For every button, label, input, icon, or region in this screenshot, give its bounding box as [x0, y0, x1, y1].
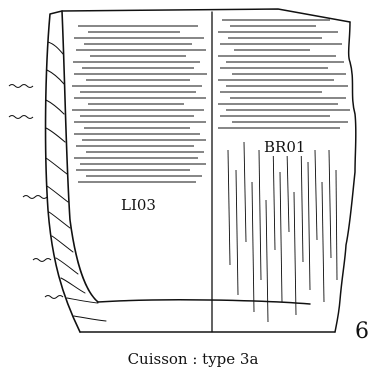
hatching-right-horizontal: [218, 19, 350, 129]
figure-number: 6: [355, 319, 369, 344]
zone-label-br01: BR01: [264, 138, 305, 156]
hatching-left: [72, 25, 207, 183]
figure-caption: Cuisson : type 3a: [128, 350, 259, 368]
vessel-outline: [61, 8, 357, 333]
hatching-right-vertical: [227, 139, 338, 323]
vessel-wall-profile: [44, 10, 107, 333]
zone-label-li03: LI03: [121, 196, 156, 214]
label-backdrop: [262, 136, 308, 156]
texture-markers: [8, 84, 64, 299]
